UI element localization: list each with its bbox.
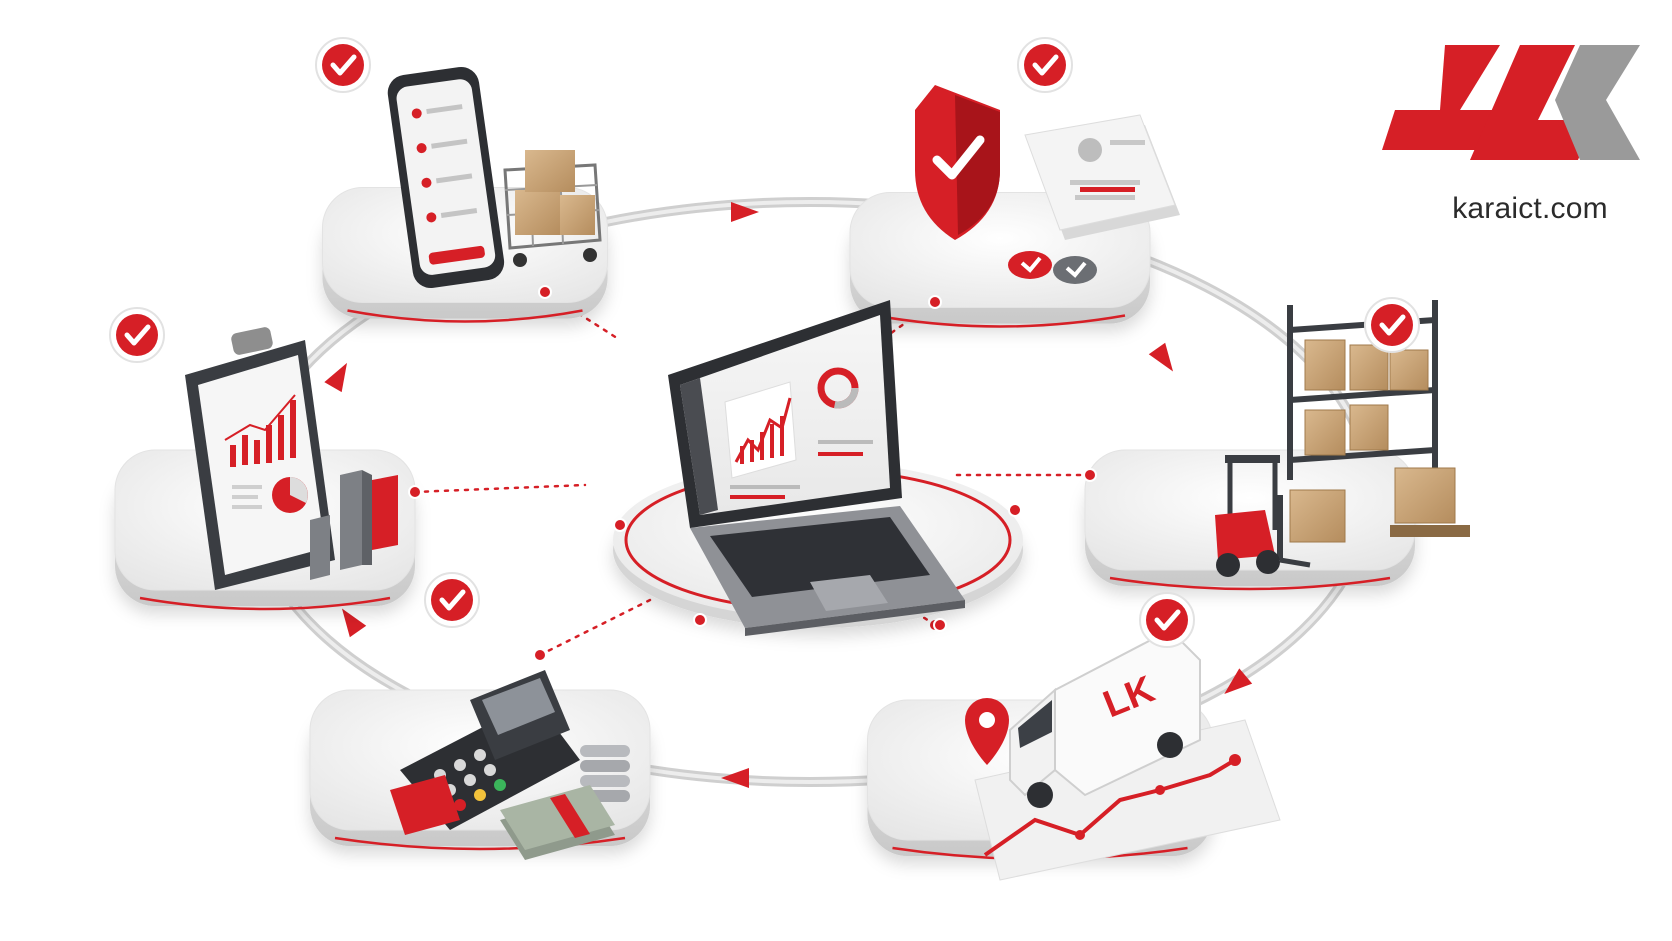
smartphone-cart-icon <box>387 66 602 289</box>
connector-line <box>543 290 622 342</box>
check-icon <box>109 307 165 363</box>
connector-node <box>928 295 942 309</box>
delivery-van-map-icon: LK <box>965 628 1281 881</box>
connector-node <box>1083 468 1097 482</box>
brand-domain[interactable]: karaict.com <box>1452 192 1608 225</box>
flow-arrow-icon <box>1148 342 1174 372</box>
check-badges <box>109 37 1420 648</box>
payment-terminal-cash-icon <box>390 670 630 860</box>
check-icon <box>1017 37 1073 93</box>
connector-node <box>533 648 547 662</box>
connector-line <box>413 483 587 494</box>
lk-logo-icon <box>1382 45 1640 160</box>
flow-arrow-icon <box>324 362 347 393</box>
check-icon <box>424 572 480 628</box>
connector-line <box>888 593 937 627</box>
check-icon <box>315 37 371 93</box>
flow-arrow-icon <box>721 768 749 788</box>
flow-arrow-icon <box>1224 668 1253 694</box>
clipboard-report-icon <box>185 327 398 590</box>
connector-line <box>538 598 652 657</box>
check-icon <box>1364 297 1420 353</box>
flow-arrow-icon <box>341 608 367 638</box>
warehouse-forklift-icon <box>1215 300 1470 577</box>
laptop-dashboard-icon <box>668 300 965 636</box>
flow-arrows <box>324 202 1253 788</box>
shield-document-icon <box>915 85 1180 284</box>
connector-node <box>408 485 422 499</box>
flow-arrow-icon <box>731 202 759 222</box>
check-icon <box>1139 592 1195 648</box>
connector-node <box>538 285 552 299</box>
connector-lines <box>413 290 1092 657</box>
van: LK <box>1009 628 1201 808</box>
forklift <box>1215 455 1311 577</box>
